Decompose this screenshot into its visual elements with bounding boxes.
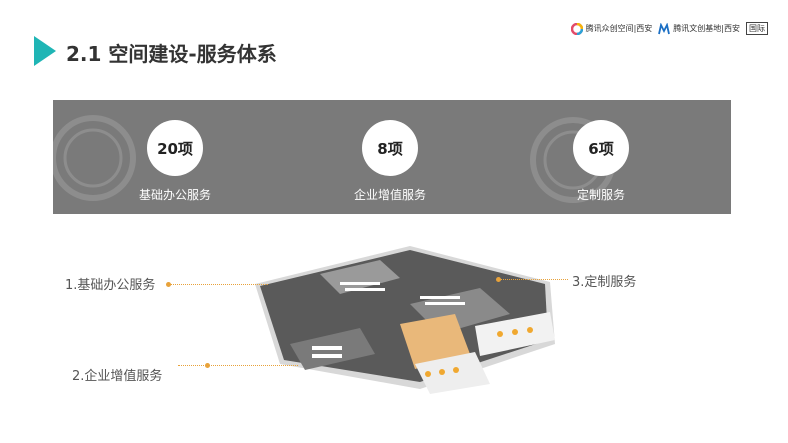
watermark-logo-icon [53, 115, 136, 201]
logo-international-text: 国际 [749, 24, 765, 33]
callout-leader-line [168, 284, 268, 285]
callout-value-added: 2.企业增值服务 [72, 369, 163, 384]
callout-leader-line [498, 279, 568, 280]
stat-label: 定制服务 [576, 188, 625, 202]
callout-custom: 3.定制服务 [572, 275, 637, 290]
callout-leader-line [178, 365, 298, 366]
stat-label: 企业增值服务 [353, 188, 426, 202]
partner-logos: 腾讯众创空间|西安 腾讯文创基地|西安 国际 [570, 22, 768, 35]
callout-dot [496, 277, 501, 282]
stat-custom: 6项 定制服务 [536, 120, 666, 203]
stat-label: 基础办公服务 [138, 188, 211, 202]
logo-tencent-space-text: 腾讯众创空间|西安 [585, 24, 653, 33]
page-title: 2.1 空间建设-服务体系 [66, 42, 277, 66]
callout-dot [166, 282, 171, 287]
callout-dot [205, 363, 210, 368]
stat-basic-office: 20项 基础办公服务 [110, 120, 240, 203]
tencent-culture-logo-icon [658, 22, 671, 34]
logo-tencent-culture-text: 腾讯文创基地|西安 [673, 24, 740, 33]
office-floorplan-illustration [255, 246, 555, 394]
stat-value-added: 8项 企业增值服务 [325, 120, 455, 203]
tencent-space-logo-icon [570, 22, 583, 35]
stat-circle: 20项 [147, 120, 203, 176]
stats-banner: 20项 基础办公服务 8项 企业增值服务 6项 定制服务 [53, 100, 731, 214]
logo-tencent-space: 腾讯众创空间|西安 [570, 22, 653, 35]
title-triangle-icon [34, 36, 56, 66]
logo-tencent-culture: 腾讯文创基地|西安 [658, 22, 740, 35]
logo-international: 国际 [746, 22, 768, 35]
stat-circle: 6项 [573, 120, 629, 176]
stat-circle: 8项 [362, 120, 418, 176]
callout-basic-office: 1.基础办公服务 [65, 278, 156, 293]
